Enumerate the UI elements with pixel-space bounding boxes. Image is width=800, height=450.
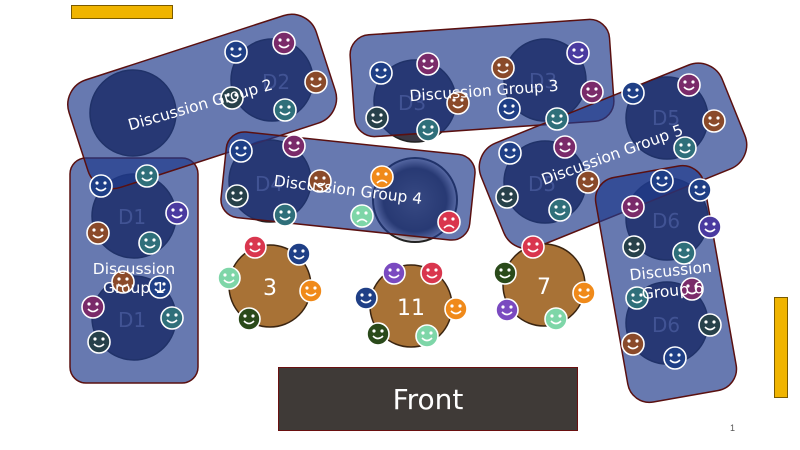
student-face-icon xyxy=(621,195,645,219)
student-face-icon xyxy=(415,324,439,348)
student-face-icon xyxy=(220,86,244,110)
student-face-icon xyxy=(702,109,726,133)
student-face-icon xyxy=(680,277,704,301)
student-face-icon xyxy=(553,135,577,159)
student-face-icon xyxy=(299,279,323,303)
student-face-icon xyxy=(420,261,444,285)
student-face-icon xyxy=(165,201,189,225)
student-face-icon xyxy=(81,295,105,319)
student-face-icon xyxy=(366,322,390,346)
student-face-icon xyxy=(138,231,162,255)
student-face-icon xyxy=(650,169,674,193)
student-face-icon xyxy=(273,98,297,122)
student-face-icon xyxy=(677,73,701,97)
front-of-room: Front xyxy=(278,367,578,431)
student-face-icon xyxy=(416,118,440,142)
student-face-icon xyxy=(491,56,515,80)
group-region-2[interactable] xyxy=(61,8,343,196)
student-face-icon xyxy=(243,235,267,259)
student-face-icon xyxy=(282,134,306,158)
student-face-icon xyxy=(576,170,600,194)
student-face-icon xyxy=(621,332,645,356)
student-face-icon xyxy=(370,165,394,189)
student-face-icon xyxy=(580,80,604,104)
tables: 3 11 7 xyxy=(228,243,586,348)
student-face-icon xyxy=(229,139,253,163)
student-face-icon xyxy=(86,221,110,245)
table-label-3: 3 xyxy=(263,276,277,301)
student-face-icon xyxy=(135,164,159,188)
student-face-icon xyxy=(493,261,517,285)
student-face-icon xyxy=(350,204,374,228)
student-face-icon xyxy=(111,270,135,294)
student-face-icon xyxy=(498,141,522,165)
student-face-icon xyxy=(495,185,519,209)
student-face-icon xyxy=(87,330,111,354)
student-face-icon xyxy=(287,242,311,266)
student-face-icon xyxy=(225,184,249,208)
student-face-icon xyxy=(217,266,241,290)
student-face-icon xyxy=(444,297,468,321)
student-face-icon xyxy=(89,174,113,198)
student-face-icon xyxy=(566,41,590,65)
student-face-icon xyxy=(365,106,389,130)
group-label-1-line2: Group 1 xyxy=(103,279,165,297)
student-face-icon xyxy=(437,210,461,234)
student-face-icon xyxy=(148,275,172,299)
student-face-icon xyxy=(446,91,470,115)
student-face-icon xyxy=(308,169,332,193)
student-face-icon xyxy=(544,307,568,331)
student-face-icon xyxy=(572,281,596,305)
student-face-icon xyxy=(237,307,261,331)
student-face-icon xyxy=(673,136,697,160)
student-face-icon xyxy=(698,313,722,337)
student-face-icon xyxy=(548,198,572,222)
page-number: 1 xyxy=(730,423,736,433)
student-face-icon xyxy=(272,31,296,55)
student-face-icon xyxy=(622,235,646,259)
student-face-icon xyxy=(495,298,519,322)
student-face-icon xyxy=(672,241,696,265)
right-accent-bar xyxy=(774,297,788,398)
student-face-icon xyxy=(354,286,378,310)
student-face-icon xyxy=(273,203,297,227)
student-face-icon xyxy=(416,52,440,76)
group-regions xyxy=(61,8,748,404)
student-face-icon xyxy=(521,235,545,259)
student-face-icon xyxy=(497,97,521,121)
group-label-1-line1: Discussion xyxy=(93,260,175,278)
student-face-icon xyxy=(369,61,393,85)
student-face-icon xyxy=(160,306,184,330)
student-face-icon xyxy=(688,178,712,202)
student-face-icon xyxy=(663,346,687,370)
group-region-3[interactable] xyxy=(349,18,615,138)
student-faces xyxy=(81,31,726,370)
student-face-icon xyxy=(625,286,649,310)
student-face-icon xyxy=(698,215,722,239)
student-face-icon xyxy=(382,261,406,285)
student-face-icon xyxy=(224,40,248,64)
top-left-accent-bar xyxy=(71,5,173,19)
table-label-7: 7 xyxy=(537,275,551,300)
table-label-11: 11 xyxy=(397,296,425,321)
student-face-icon xyxy=(621,81,645,105)
student-face-icon xyxy=(304,70,328,94)
student-face-icon xyxy=(545,107,569,131)
